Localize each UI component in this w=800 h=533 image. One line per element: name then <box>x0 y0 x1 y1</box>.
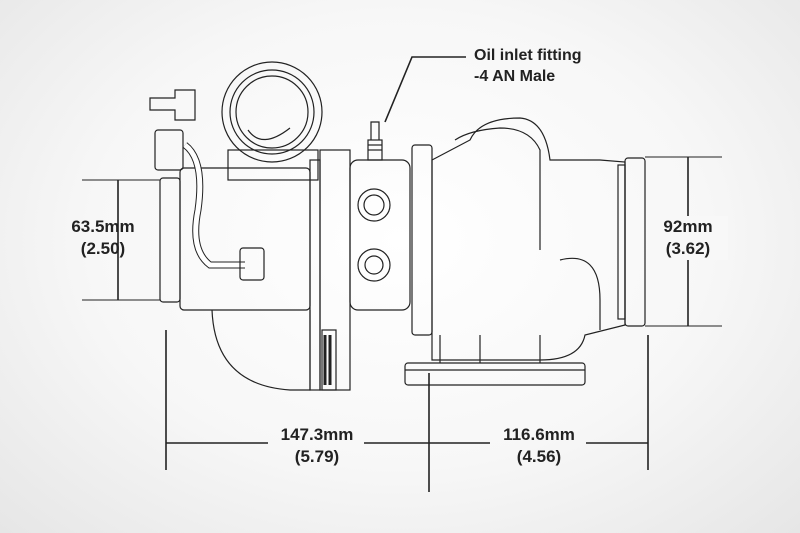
oil-inlet-callout: Oil inlet fitting -4 AN Male <box>474 45 582 87</box>
turbine-outlet-dimension: 92mm (3.62) <box>648 216 728 260</box>
dimension-mm: 92mm <box>663 217 713 236</box>
callout-line2: -4 AN Male <box>474 68 556 85</box>
turbine-length-dimension: 116.6mm (4.56) <box>492 424 586 468</box>
center-housing <box>349 121 411 311</box>
dimension-in: (3.62) <box>665 239 711 258</box>
dimension-mm: 63.5mm <box>71 217 135 236</box>
compressor-inlet-dimension: 63.5mm (2.50) <box>63 216 143 260</box>
dimension-mm: 147.3mm <box>280 425 354 444</box>
turbine-housing <box>404 117 646 386</box>
compressor-length-dimension: 147.3mm (5.79) <box>270 424 364 468</box>
dimension-mm: 116.6mm <box>503 425 575 444</box>
compressor-housing <box>149 61 351 391</box>
callout-line1: Oil inlet fitting <box>474 47 582 64</box>
dimension-in: (4.56) <box>516 447 562 466</box>
dimension-in: (2.50) <box>80 239 126 258</box>
dimension-in: (5.79) <box>294 447 340 466</box>
dimension-lines <box>82 56 722 492</box>
